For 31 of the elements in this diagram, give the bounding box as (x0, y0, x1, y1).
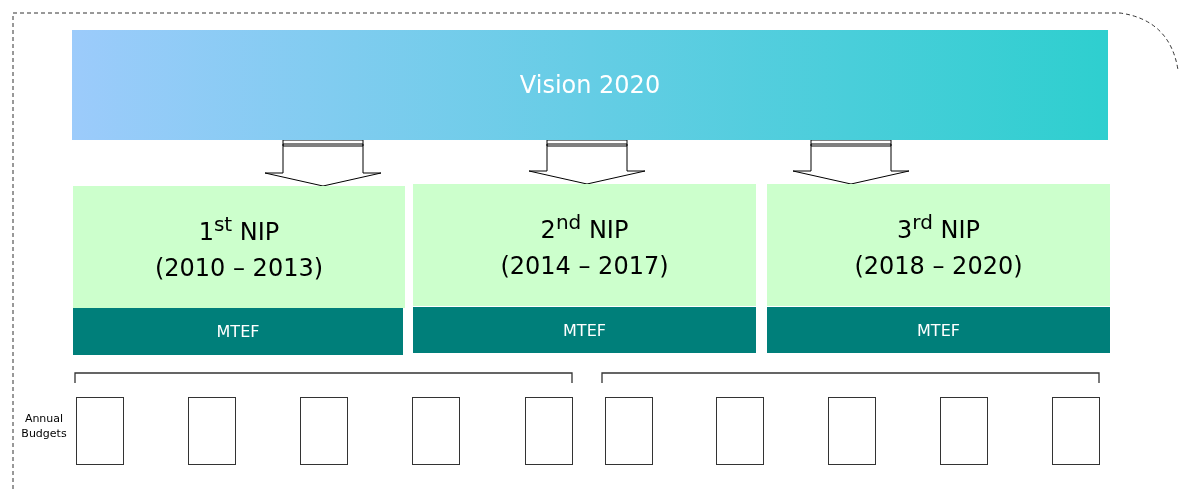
budget-box (940, 397, 988, 465)
plan-box (413, 184, 756, 306)
framework-bar (413, 307, 756, 353)
box-label: Vision 2020 (519, 71, 661, 99)
block-arrow (792, 139, 910, 185)
plan-period: (2010 – 2013) (154, 252, 324, 284)
plan-box (767, 184, 1110, 306)
budget-box (76, 397, 124, 465)
budget-box (605, 397, 653, 465)
plan-period: (2014 – 2017) (500, 250, 669, 282)
block-arrow (528, 139, 646, 185)
box-label: MTEF (917, 320, 960, 340)
budget-box (828, 397, 876, 465)
plan-period: (2018 – 2020) (854, 250, 1023, 282)
block-arrow (264, 139, 382, 187)
budget-box (188, 397, 236, 465)
row-label: Annual Budgets (20, 411, 68, 442)
box-label: MTEF (563, 320, 606, 340)
plan-title: 1$^{st}$ NIP (198, 210, 280, 248)
vision-banner (72, 30, 1108, 140)
budget-box (525, 397, 573, 465)
box-label: MTEF (216, 322, 260, 341)
plan-box (73, 186, 405, 308)
budget-box (412, 397, 460, 465)
budget-box (1052, 397, 1100, 465)
budget-box (716, 397, 764, 465)
framework-bar (73, 308, 403, 355)
plan-title: 3$^{rd}$ NIP (897, 208, 980, 246)
plan-title: 2$^{nd}$ NIP (540, 208, 629, 246)
framework-bar (767, 307, 1110, 353)
budget-box (300, 397, 348, 465)
